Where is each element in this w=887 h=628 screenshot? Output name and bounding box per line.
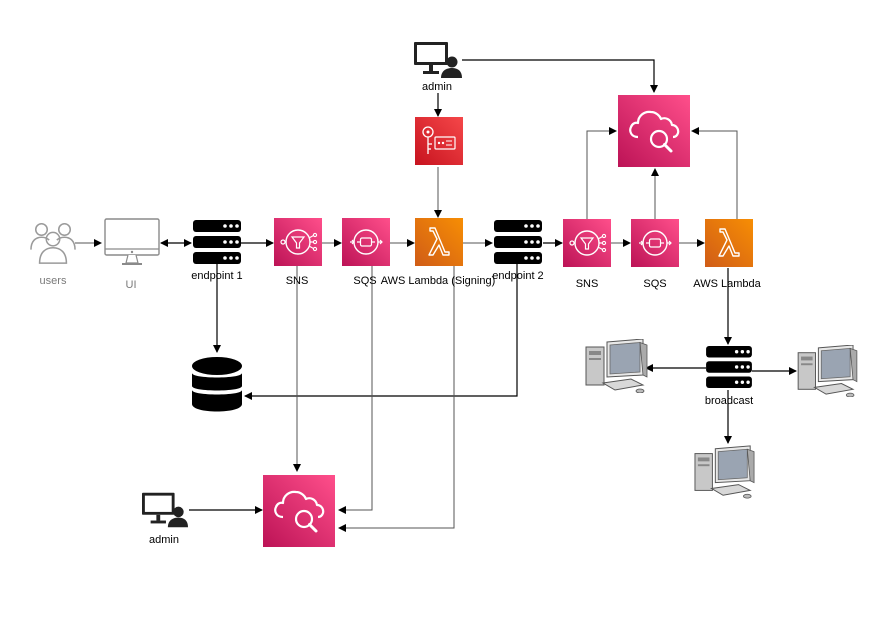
lambda2-label: AWS Lambda: [693, 278, 761, 290]
edge-sns2-cloudsearch: [586, 127, 617, 219]
edge-lambda-cloudsearch: [338, 266, 455, 532]
ui-label: UI: [126, 279, 137, 291]
lambda-signing-label: AWS Lambda (Signing): [381, 275, 496, 287]
admin-bottom-node: admin: [142, 492, 188, 546]
sns2-node: SNS: [563, 219, 611, 290]
sns1-node: SNS: [274, 218, 322, 287]
admin-bottom-label: admin: [149, 534, 179, 546]
sns-icon: [274, 218, 322, 266]
desktop-computer-icon: [585, 339, 648, 393]
users-node: users: [30, 222, 76, 287]
admin-top-label: admin: [422, 81, 452, 93]
desktop-computer-icon: [694, 445, 755, 499]
sqs-icon: [631, 219, 679, 267]
server-stack-icon: [193, 220, 241, 264]
sqs2-label: SQS: [643, 278, 666, 290]
endpoint1-label: endpoint 1: [191, 270, 242, 282]
server-stack-icon: [706, 346, 752, 388]
broadcast-node: broadcast: [705, 346, 753, 407]
lambda2-node: AWS Lambda: [693, 219, 762, 290]
monitor-icon: [104, 218, 160, 266]
cloudsearch-bottom-node: [263, 475, 335, 547]
admin-top-node: admin: [414, 42, 462, 93]
admin-workstation-icon: [414, 42, 462, 78]
lambda-icon: [415, 218, 463, 266]
sqs1-label: SQS: [353, 275, 376, 287]
cloud-search-icon: [618, 95, 690, 167]
ui-node: UI: [104, 218, 160, 291]
lambda-signing-node: AWS Lambda (Signing): [381, 218, 496, 287]
sns1-label: SNS: [286, 275, 309, 287]
server-stack-icon: [494, 220, 542, 264]
users-label: users: [40, 275, 67, 287]
sqs1-node: SQS: [342, 218, 390, 287]
edge-sqs1-cloudsearch: [338, 266, 373, 514]
endpoint1-node: endpoint 1: [191, 220, 243, 282]
edge-lambda2-cloudsearch: [691, 127, 738, 219]
users-icon: [30, 222, 76, 264]
edge-admin-cloudsearch: [462, 59, 658, 93]
admin-workstation-icon: [142, 492, 188, 528]
desktop-computer-icon: [797, 345, 858, 397]
sqs2-node: SQS: [631, 219, 679, 290]
sqs-icon: [342, 218, 390, 266]
key-management-node: [415, 117, 463, 165]
key-management-icon: [415, 117, 463, 165]
endpoint2-label: endpoint 2: [492, 270, 543, 282]
database-node: [192, 357, 242, 412]
sns-icon: [563, 219, 611, 267]
cloud-search-icon: [263, 475, 335, 547]
sns2-label: SNS: [576, 278, 599, 290]
lambda-icon: [705, 219, 753, 267]
endpoint2-node: endpoint 2: [492, 220, 544, 282]
edge-endpoint2-database: [244, 263, 518, 400]
database-icon: [192, 357, 242, 412]
cloudsearch-top-node: [618, 95, 690, 167]
broadcast-label: broadcast: [705, 395, 753, 407]
